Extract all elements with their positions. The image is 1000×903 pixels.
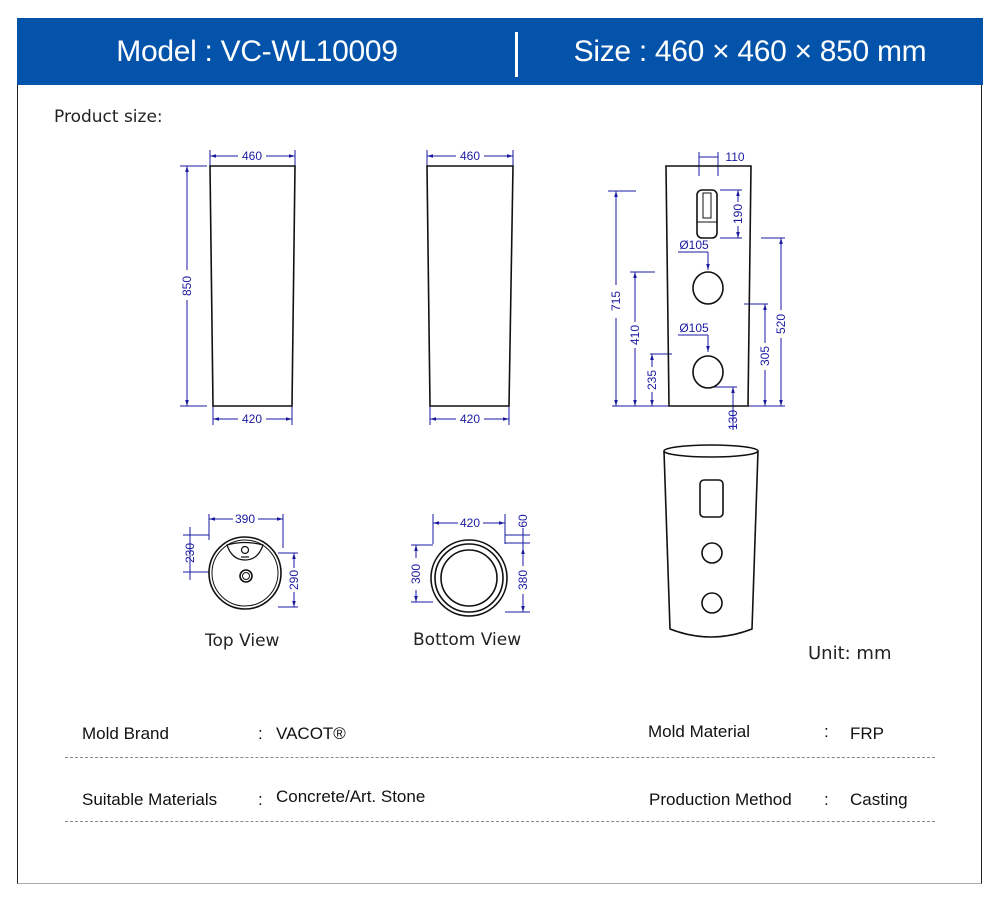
top-view-caption: Top View	[205, 631, 280, 651]
front-view-outline	[209, 165, 296, 407]
bottom-d60: 60	[516, 514, 530, 528]
back-d305: 305	[758, 346, 772, 366]
spec-label-mold-brand: Mold Brand	[82, 724, 169, 743]
spec-card	[17, 85, 982, 884]
front-height: 850	[180, 276, 194, 296]
overflow-slot	[696, 189, 718, 239]
spec-sep: :	[258, 790, 263, 809]
spec-sep: :	[824, 722, 829, 741]
top-d230: 230	[183, 543, 197, 563]
divider-dashed	[65, 821, 935, 822]
side-view-dims	[426, 150, 514, 425]
spec-sep: :	[824, 790, 829, 809]
bottom-d380: 380	[516, 570, 530, 590]
side-view-outline	[426, 165, 514, 407]
size-title: Size : 460 × 460 × 850 mm	[573, 35, 927, 68]
spec-value-mold-material: FRP	[850, 724, 884, 743]
spec-value-suitable-materials: Concrete/Art. Stone	[276, 787, 426, 806]
side-top-width: 460	[460, 149, 480, 163]
top-d390: 390	[235, 512, 255, 526]
divider-dashed	[65, 757, 935, 758]
back-d520: 520	[774, 314, 788, 334]
spec-sep: :	[258, 724, 263, 743]
bottom-view-caption: Bottom View	[413, 630, 522, 650]
model-title: Model : VC-WL10009	[116, 35, 398, 68]
spec-value-mold-brand: VACOT®	[276, 724, 346, 743]
section-title: Product size:	[54, 107, 163, 127]
drain-hole-lower	[692, 355, 724, 389]
back-view-dims	[608, 152, 785, 430]
top-view-dims	[183, 514, 298, 608]
spec-label-mold-material: Mold Material	[648, 722, 751, 741]
back-d110: 110	[725, 150, 744, 164]
bottom-d300: 300	[409, 564, 423, 584]
bottom-d420: 420	[460, 516, 480, 530]
front-bottom-width: 420	[242, 412, 262, 426]
spec-value-production-method: Casting	[850, 790, 908, 809]
back-hole2: Ø105	[679, 321, 709, 335]
spec-label-production-method: Production Method	[649, 790, 792, 809]
back-view-outline	[665, 165, 752, 407]
spec-label-suitable-materials: Suitable Materials	[82, 790, 218, 809]
side-bottom-width: 420	[460, 412, 480, 426]
back-hole1: Ø105	[679, 238, 709, 252]
header-banner: Model : VC-WL10009 Size : 460 × 460 × 85…	[17, 18, 983, 85]
bottom-view-drawing	[430, 539, 508, 617]
back-d130: 130	[726, 410, 740, 430]
back-d235: 235	[645, 370, 659, 390]
drain-hole-upper	[692, 271, 724, 305]
perspective-view	[663, 444, 759, 638]
back-d715: 715	[609, 291, 623, 311]
front-top-width: 460	[242, 149, 262, 163]
back-d190: 190	[731, 204, 745, 224]
top-d290: 290	[287, 570, 301, 590]
front-view-dims	[180, 150, 296, 425]
top-view-drawing	[208, 536, 282, 610]
bottom-view-dims	[411, 514, 530, 613]
header-divider	[515, 32, 518, 77]
back-d410: 410	[628, 325, 642, 345]
unit-label: Unit: mm	[808, 643, 892, 664]
